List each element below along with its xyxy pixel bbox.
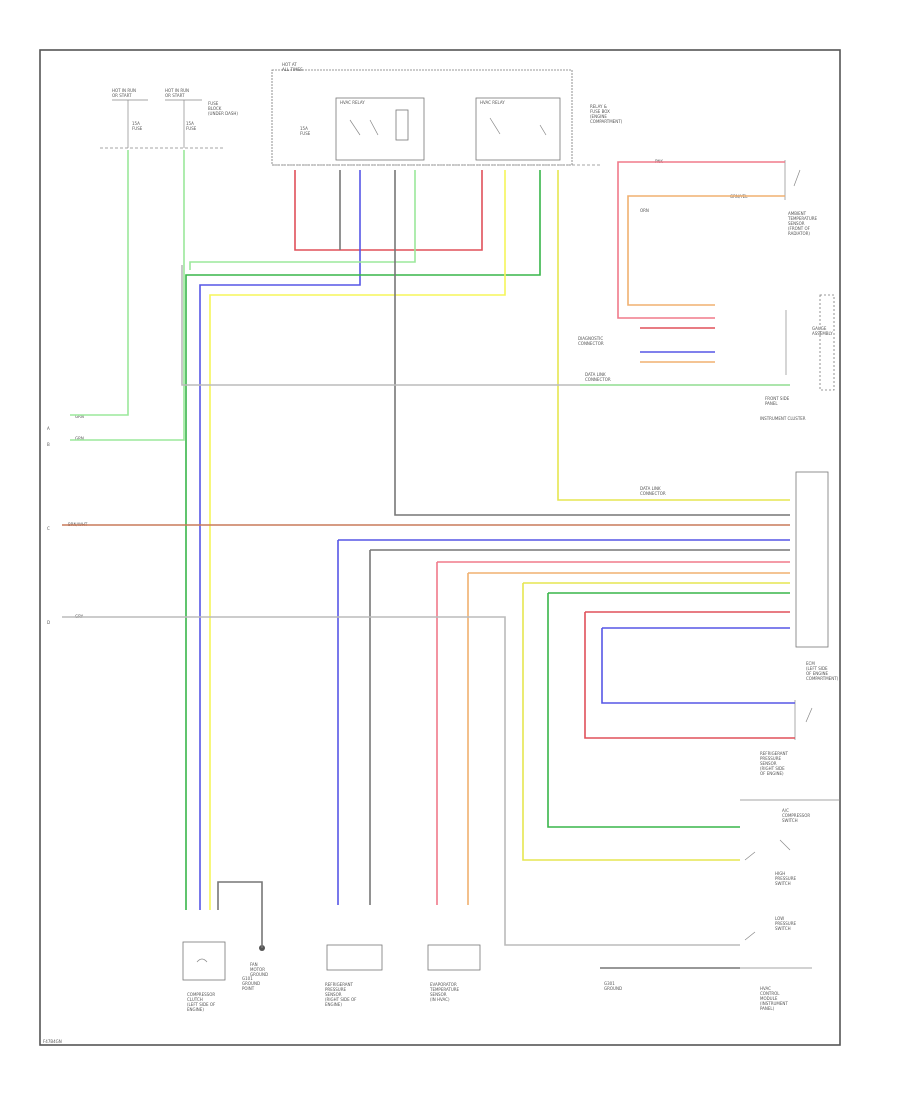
corner-code: F47B4GN xyxy=(43,1039,62,1044)
wire-lightgreen-relay xyxy=(189,170,416,270)
wire-red-relay xyxy=(294,170,483,251)
edge-ref-c: C xyxy=(47,526,50,531)
edge-ref-a: A xyxy=(47,426,50,431)
wire-blue-sensor xyxy=(601,627,795,704)
hvac-relay-b xyxy=(475,97,561,161)
hvac-relay-a-label: HVAC RELAY xyxy=(340,100,365,105)
wire-yellow-relay xyxy=(209,170,506,910)
wire-gray-ecm xyxy=(369,549,790,905)
wire-blue-relay xyxy=(199,170,361,910)
ambient-wire-orange: ORN xyxy=(640,208,649,213)
wire-orange-ambient xyxy=(627,195,785,306)
wire-harness xyxy=(62,150,795,969)
wire-pink-ecm xyxy=(436,561,790,905)
cluster-gauge-box xyxy=(819,294,835,391)
wire-yellow-ecm xyxy=(522,582,790,861)
wire-gray-lower xyxy=(62,616,740,946)
diagram-frame xyxy=(39,49,841,1046)
wire-orange-ecm xyxy=(467,572,790,905)
edge-ref-b: B xyxy=(47,442,50,447)
wire-gray-long xyxy=(394,170,790,516)
wire-green-ecm xyxy=(547,592,790,828)
wire-red-sensor xyxy=(584,611,795,739)
wire-pink-ambient xyxy=(617,161,785,319)
wire-green-left-b xyxy=(70,150,185,441)
instrument-cluster-label: INSTRUMENT CLUSTER xyxy=(760,416,806,421)
wire-green-left-a xyxy=(70,150,129,416)
left-wire-a: GRN xyxy=(75,414,84,419)
wire-yellow-right xyxy=(557,170,790,501)
edge-ref-d: D xyxy=(47,620,50,625)
wire-lightgray-bundle xyxy=(181,265,790,386)
hvac-relay-a xyxy=(335,97,425,161)
wire-clutch-gray xyxy=(217,881,263,948)
left-wire-b: GRN xyxy=(75,436,84,441)
wire-green-relay xyxy=(185,170,541,910)
wire-blue-ecm xyxy=(337,539,790,905)
hvac-relay-b-label: HVAC RELAY xyxy=(480,100,505,105)
